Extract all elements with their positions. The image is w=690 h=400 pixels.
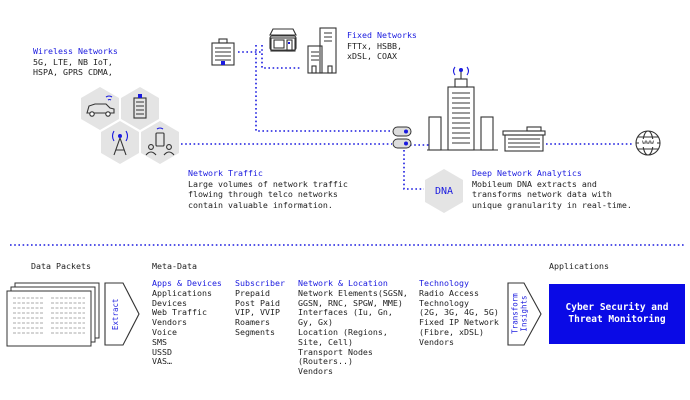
- hex-tower: [101, 121, 139, 164]
- column-item: Vendors: [152, 317, 187, 328]
- column-title: Technology: [419, 278, 469, 288]
- wireless-networks-label: Wireless Networks 5G, LTE, NB IoT, HSPA,…: [33, 46, 118, 78]
- data-center-icon: [427, 66, 498, 151]
- column-item: (Routers..): [298, 356, 353, 367]
- cta-line2: Threat Monitoring: [568, 314, 666, 325]
- column-item: Technology: [419, 297, 469, 308]
- city-buildings-icon: [307, 27, 337, 74]
- packet-lines: [13, 297, 85, 334]
- wireless-line: HSPA, GPRS CDMA,: [33, 67, 113, 77]
- deep-network-analytics-label: Deep Network Analytics Mobileum DNA extr…: [472, 168, 632, 210]
- column-item: Location (Regions,: [298, 326, 388, 337]
- network-connector-icon: [392, 126, 412, 149]
- fixed-networks-label: Fixed Networks FTTx, HSBB, xDSL, COAX: [347, 30, 417, 62]
- fixed-title: Fixed Networks: [347, 30, 417, 40]
- car-icon: [86, 95, 115, 117]
- column-item: SMS: [152, 336, 167, 347]
- column-title: Apps & Devices: [152, 278, 222, 288]
- traffic-line: flowing through telco networks: [188, 189, 338, 199]
- column-item: Transport Nodes: [298, 346, 373, 357]
- cell-tower-icon: [111, 130, 129, 156]
- hex-people: [141, 121, 179, 164]
- extract-label: Extract: [110, 298, 120, 331]
- analytics-title: Deep Network Analytics: [472, 168, 582, 178]
- analytics-line: transforms network data with: [472, 189, 612, 199]
- dna-label: DNA: [434, 185, 454, 197]
- column-item: Devices: [152, 297, 187, 308]
- analytics-line: Mobileum DNA extracts and: [472, 178, 597, 189]
- server-rack-icon: [502, 126, 546, 152]
- fixed-line: xDSL, COAX: [347, 51, 397, 61]
- transform-label-line2: Insights: [519, 295, 528, 332]
- wireless-line: 5G, LTE, NB IoT,: [33, 56, 113, 67]
- column-item: Site, Cell): [298, 336, 353, 347]
- transform-label: Transform Insights: [511, 288, 529, 340]
- column-technology: Technology Radio Access Technology (2G, …: [419, 278, 499, 348]
- column-apps-devices: Apps & Devices Applications Devices Web …: [152, 278, 222, 367]
- analytics-line: unique granularity in real-time.: [472, 199, 632, 210]
- wireless-hexagons: [81, 87, 463, 213]
- meta-data-heading: Meta-Data: [152, 261, 197, 271]
- column-item: Prepaid: [235, 287, 270, 298]
- wireless-title: Wireless Networks: [33, 46, 118, 56]
- column-item: Vendors: [298, 366, 333, 377]
- column-item: (Fibre, xDSL): [419, 326, 484, 337]
- www-label: www: [642, 138, 654, 146]
- column-item: Vendors: [419, 336, 454, 347]
- hex-building: [121, 87, 159, 130]
- data-packets-stack: [6, 282, 100, 347]
- fixed-line: FTTx, HSBB,: [347, 40, 402, 51]
- column-network-location: Network & Location Network Elements(SGSN…: [298, 278, 408, 377]
- column-title: Subscriber: [235, 278, 285, 288]
- column-item: Roamers: [235, 317, 270, 328]
- shop-icon: [269, 28, 297, 52]
- column-item: (2G, 3G, 4G, 5G): [419, 307, 499, 318]
- cta-line1: Cyber Security and: [565, 302, 669, 313]
- column-item: Radio Access: [419, 287, 479, 298]
- transform-arrow: [507, 282, 542, 346]
- traffic-line: contain valuable information.: [188, 199, 333, 210]
- column-item: Post Paid: [235, 297, 280, 308]
- people-phone-icon: [145, 127, 175, 156]
- column-item: Applications: [152, 287, 212, 298]
- data-packets-heading: Data Packets: [31, 261, 91, 271]
- column-item: VIP, VVIP: [235, 307, 280, 318]
- network-traffic-label: Network Traffic Large volumes of network…: [188, 168, 348, 210]
- column-item: GGSN, RNC, SPGW, MME): [298, 297, 403, 308]
- apartment-building-icon: [211, 38, 235, 66]
- office-building-icon: [133, 94, 147, 119]
- traffic-line: Large volumes of network traffic: [188, 178, 348, 189]
- column-item: Gy, Gx): [298, 317, 333, 328]
- column-item: VAS…: [152, 356, 172, 367]
- column-item: Interfaces (Iu, Gn,: [298, 307, 393, 318]
- column-item: Segments: [235, 326, 275, 337]
- column-item: Fixed IP Network: [419, 317, 499, 328]
- column-item: Web Traffic: [152, 307, 207, 318]
- column-title: Network & Location: [298, 278, 388, 288]
- cyber-security-box: Cyber Security and Threat Monitoring: [549, 284, 685, 344]
- hex-dna: [425, 169, 463, 213]
- traffic-title: Network Traffic: [188, 168, 263, 178]
- column-item: Network Elements(SGSN,: [298, 287, 408, 298]
- connection-lines: [10, 45, 685, 246]
- column-item: Voice: [152, 326, 177, 337]
- hex-car: [81, 87, 119, 130]
- column-item: USSD: [152, 346, 172, 357]
- applications-heading: Applications: [549, 261, 609, 271]
- extract-arrow: [104, 282, 140, 346]
- globe-icon: [635, 130, 661, 156]
- column-subscriber: Subscriber Prepaid Post Paid VIP, VVIP R…: [235, 278, 285, 338]
